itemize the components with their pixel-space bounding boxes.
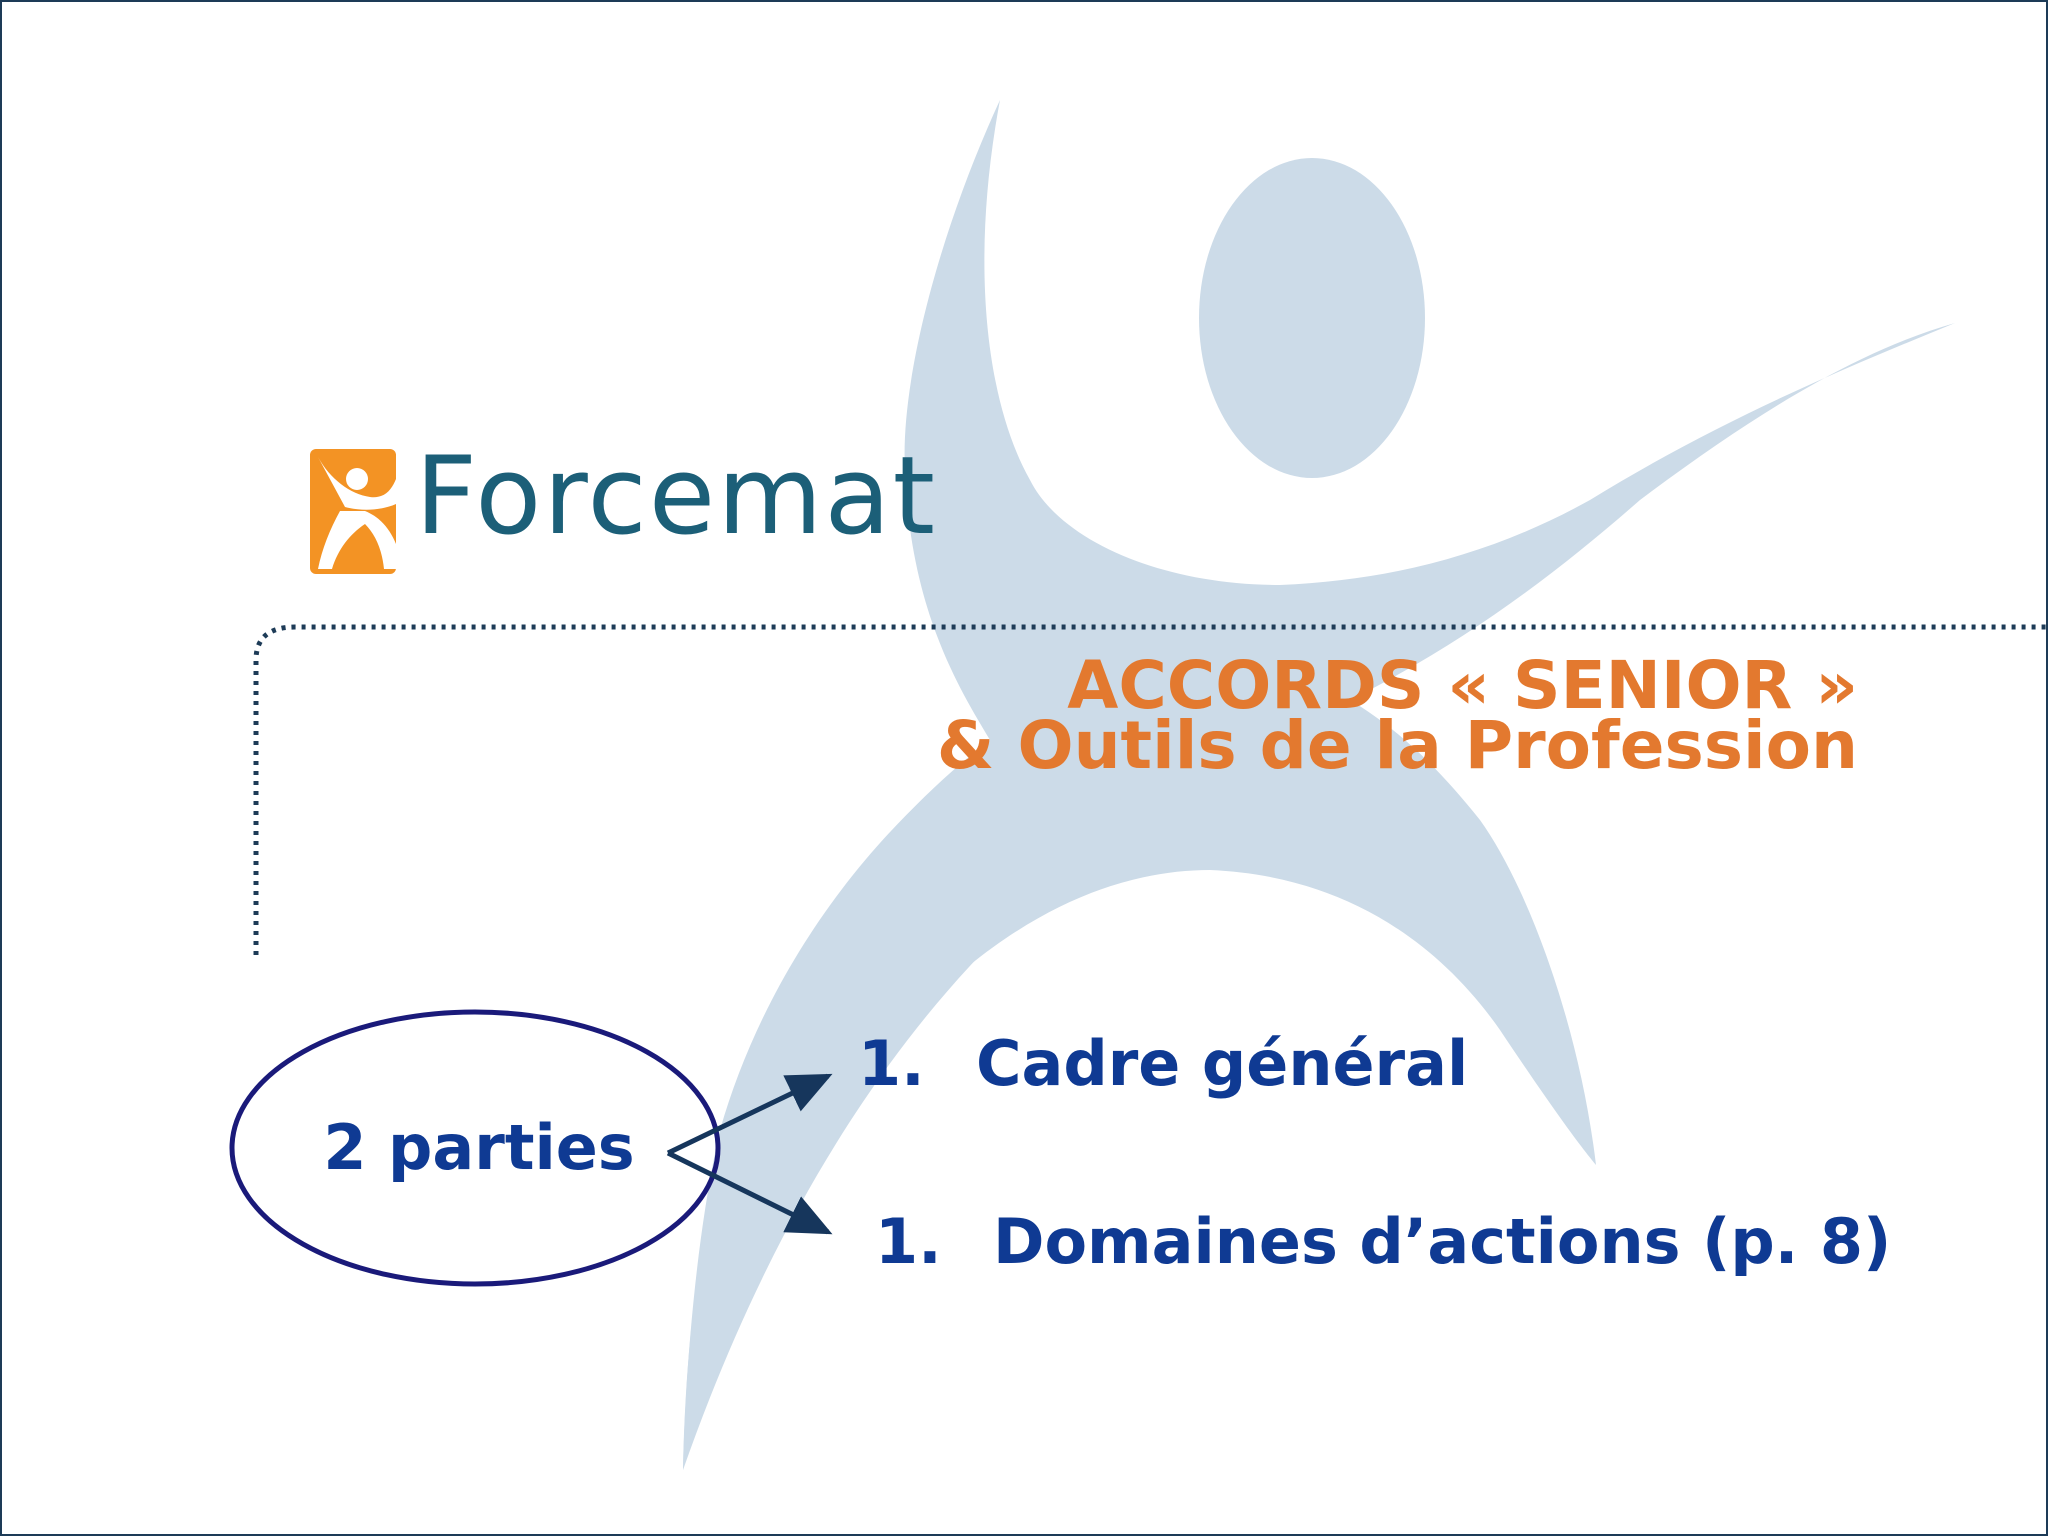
slide-title: ACCORDS « SENIOR » & Outils de la Profes… [936,647,1858,784]
part-item-2: 1. Domaines d’actions (p. 8) [875,1204,1891,1280]
forcemat-figure-logo-icon [310,449,396,574]
arrow-to-part-1 [666,1073,833,1156]
arrow-to-part-2 [666,1150,833,1235]
part-label: Domaines d’actions (p. 8) [993,1205,1892,1278]
title-line-2: & Outils de la Profession [936,707,1858,784]
part-number: 1. [875,1205,942,1278]
watermark-leg [683,750,1060,1470]
parties-ellipse [229,1009,721,1287]
watermark-head [1199,158,1425,478]
parties-label: 2 parties [323,1111,635,1184]
watermark-body [683,100,1955,1470]
part-label: Cadre général [976,1027,1469,1100]
title-line-1: ACCORDS « SENIOR » [1067,647,1858,724]
logo-wordmark: Forcemat [415,434,937,559]
part-number: 1. [858,1027,925,1100]
forcemat-logo: Forcemat [310,434,935,576]
part-item-1: 1. Cadre général [858,1026,1468,1102]
dotted-frame-line [253,624,2048,955]
